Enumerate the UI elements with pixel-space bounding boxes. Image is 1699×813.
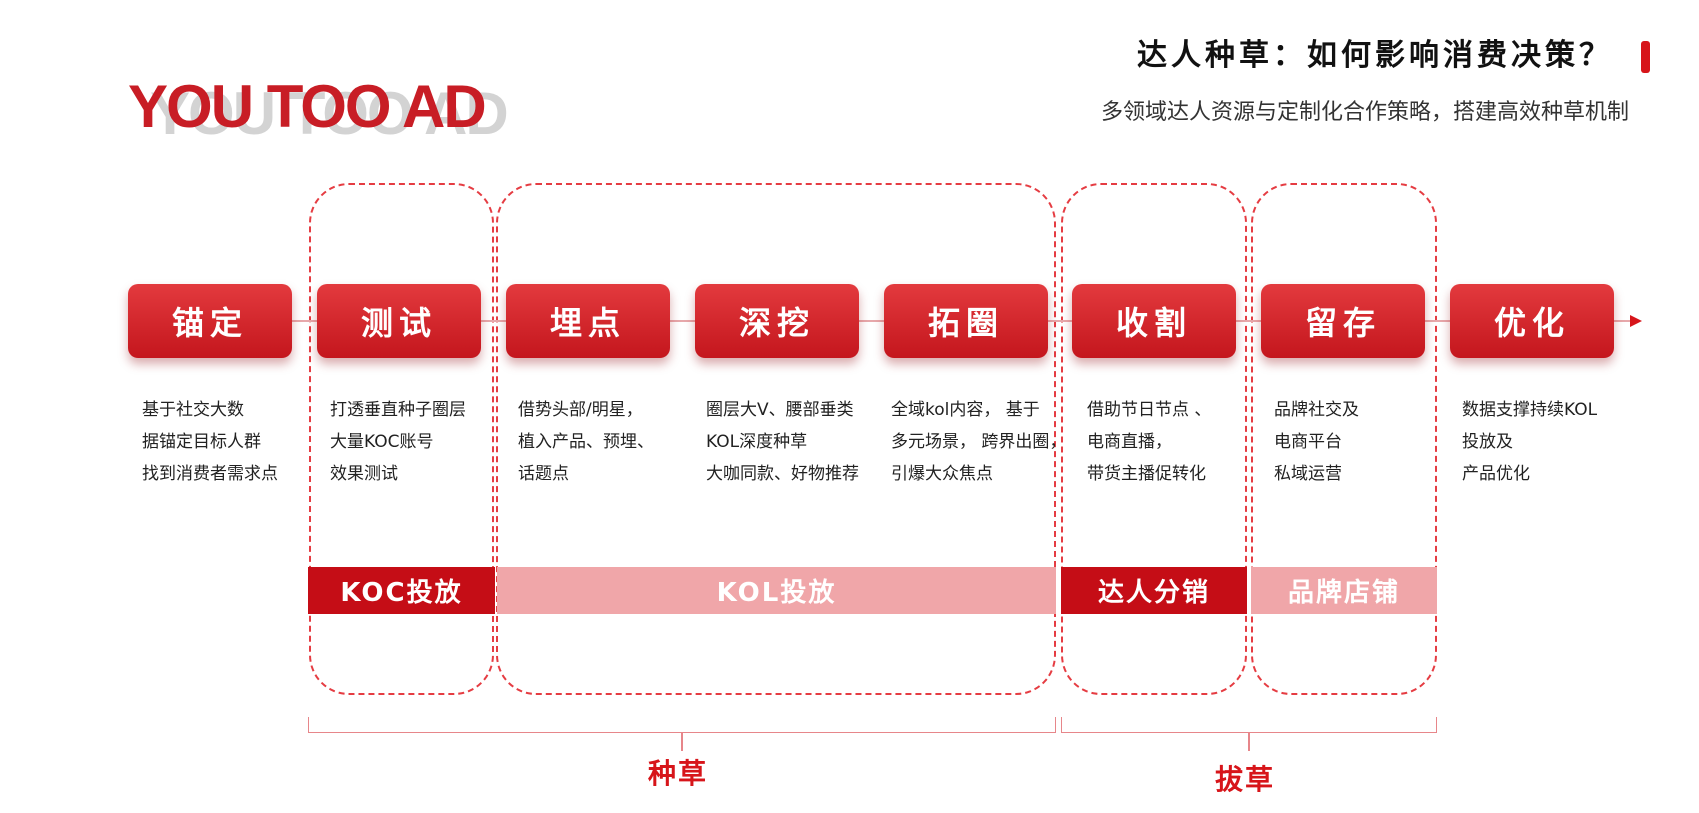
step-deepen-desc: 圈层大V、腰部垂类 KOL深度种草 大咖同款、好物推荐: [706, 394, 859, 490]
step-expand: 拓圈: [884, 284, 1048, 358]
group-store: [1251, 183, 1437, 695]
step-retain-desc: 品牌社交及 电商平台 私域运营: [1274, 394, 1359, 490]
logo: YOU TOO AD YOU TOO AD: [128, 72, 588, 147]
desc-line: 电商直播，: [1087, 432, 1172, 452]
desc-line: 数据支撑持续KOL: [1462, 400, 1598, 420]
group-distribution: [1061, 183, 1247, 695]
step-test: 测试: [317, 284, 481, 358]
page-subtitle: 多领域达人资源与定制化合作策略，搭建高效种草机制: [1100, 100, 1629, 125]
logo-shadow: YOU TOO AD: [150, 80, 509, 147]
step-expand-desc: 全域kol内容， 基于 多元场景， 跨界出圈， 引爆大众焦点: [891, 394, 1066, 490]
step-optimize-desc: 数据支撑持续KOL 投放及 产品优化: [1462, 394, 1597, 490]
step-embed-desc: 借势头部/明星， 植入产品、预埋、 话题点: [518, 394, 654, 490]
brace-seeding-label: 种草: [648, 757, 709, 790]
desc-line: 产品优化: [1462, 464, 1530, 484]
desc-line: 全域kol内容， 基于: [891, 400, 1040, 420]
group-kol: [496, 183, 1056, 695]
desc-line: 打透垂直种子圈层: [330, 400, 466, 420]
band-kol: KOL投放: [497, 567, 1056, 614]
band-distribution: 达人分销: [1061, 567, 1247, 614]
brace-seeding-tick: [681, 733, 683, 751]
desc-line: 带货主播促转化: [1087, 464, 1206, 484]
desc-line: KOL深度种草: [706, 432, 808, 452]
desc-line: 多元场景， 跨界出圈，: [891, 432, 1067, 452]
group-koc: [309, 183, 494, 695]
desc-line: 投放及: [1462, 432, 1513, 452]
step-anchor-desc: 基于社交大数 据锚定目标人群 找到消费者需求点: [142, 394, 278, 490]
desc-line: 找到消费者需求点: [142, 464, 278, 484]
brace-harvest: [1061, 717, 1437, 733]
desc-line: 借助节日节点 、: [1087, 400, 1212, 420]
brace-seeding: [308, 717, 1056, 733]
desc-line: 话题点: [518, 464, 569, 484]
desc-line: 据锚定目标人群: [142, 432, 261, 452]
step-embed: 埋点: [506, 284, 670, 358]
page-title: 达人种草：如何影响消费决策？: [1137, 38, 1613, 73]
step-harvest: 收割: [1072, 284, 1236, 358]
desc-line: 私域运营: [1274, 464, 1342, 484]
desc-line: 电商平台: [1274, 432, 1342, 452]
brace-harvest-label: 拔草: [1215, 763, 1276, 796]
brace-harvest-tick: [1248, 733, 1250, 751]
step-harvest-desc: 借助节日节点 、 电商直播， 带货主播促转化: [1087, 394, 1211, 490]
band-koc: KOC投放: [308, 567, 495, 614]
desc-line: 圈层大V、腰部垂类: [706, 400, 854, 420]
desc-line: 借势头部/明星，: [518, 400, 643, 420]
desc-line: 品牌社交及: [1274, 400, 1359, 420]
step-deepen: 深挖: [695, 284, 859, 358]
step-optimize: 优化: [1450, 284, 1614, 358]
desc-line: 植入产品、预埋、: [518, 432, 654, 452]
desc-line: 大量KOC账号: [330, 432, 434, 452]
logo-text: YOU TOO AD: [128, 73, 487, 140]
desc-line: 引爆大众焦点: [891, 464, 993, 484]
step-anchor: 锚定: [128, 284, 292, 358]
desc-line: 大咖同款、好物推荐: [706, 464, 859, 484]
step-test-desc: 打透垂直种子圈层 大量KOC账号 效果测试: [330, 394, 466, 490]
title-accent-bar: [1641, 41, 1650, 73]
step-retain: 留存: [1261, 284, 1425, 358]
desc-line: 基于社交大数: [142, 400, 244, 420]
desc-line: 效果测试: [330, 464, 398, 484]
band-store: 品牌店铺: [1251, 567, 1437, 614]
timeline-arrow-icon: [1630, 315, 1642, 327]
